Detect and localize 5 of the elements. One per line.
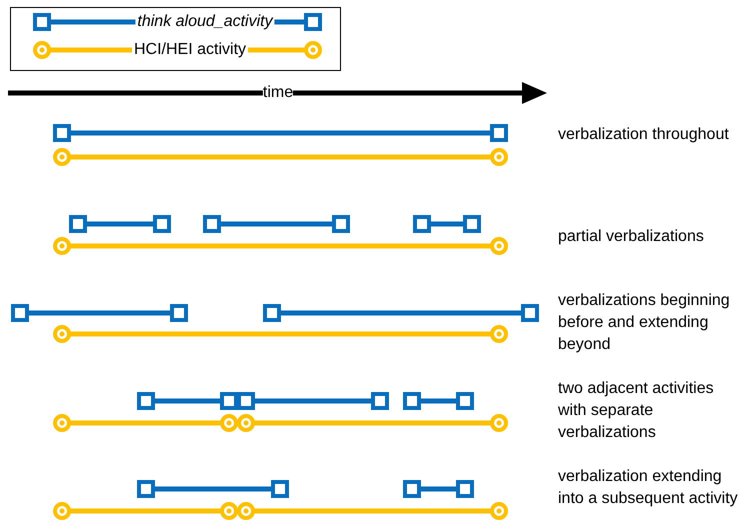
row-description: verbalizations beginning before and extending beyond — [558, 291, 731, 355]
row-description: verbalization throughout — [558, 125, 730, 145]
row-description: two adjacent activities with separate verbalizations — [558, 379, 715, 443]
row-description: verbalization extending into a subsequent activity — [558, 467, 739, 509]
row-description: partial verbalizations — [558, 227, 705, 247]
